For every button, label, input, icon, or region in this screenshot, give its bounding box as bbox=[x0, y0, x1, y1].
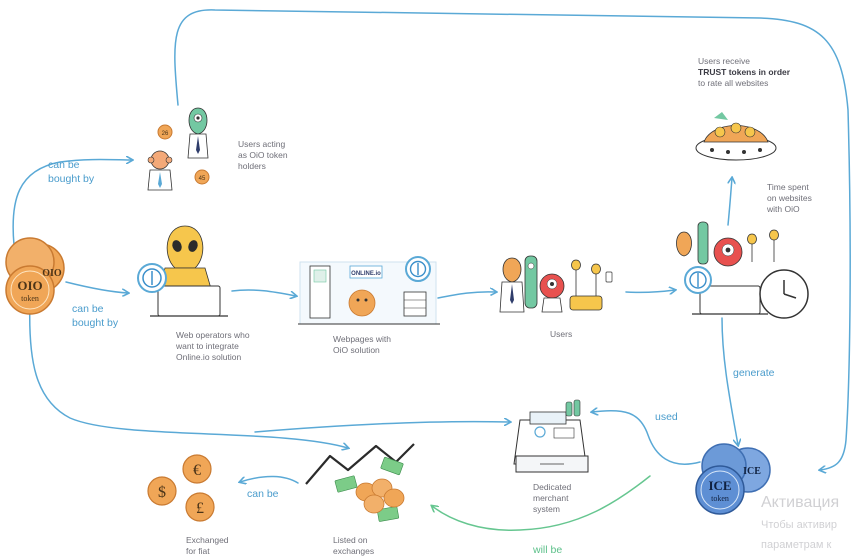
watermark-line1: Активация bbox=[761, 494, 840, 511]
edge-label-used: used bbox=[655, 411, 678, 423]
oio-coin-sublabel: token bbox=[21, 294, 39, 303]
edge-oio-to-merchant bbox=[254, 422, 510, 433]
coin-value-a: 26 bbox=[162, 131, 169, 137]
fiat-label: Exchanged for fiat bbox=[186, 535, 229, 557]
flow-lines bbox=[12, 9, 851, 531]
fiat-label-line1: Exchanged bbox=[186, 535, 229, 545]
time-label-line3: with OiO bbox=[767, 204, 800, 214]
screen-brand-text: ONLINE.io bbox=[351, 271, 381, 277]
holders-label-line3: holders bbox=[238, 161, 266, 171]
edge-will-be bbox=[432, 475, 651, 531]
watermark-line2: Чтобы активир bbox=[761, 519, 837, 531]
edge-label-bought-mid: can be bought by bbox=[72, 302, 118, 330]
time-label-line1: Time spent bbox=[767, 182, 809, 192]
pound-symbol: £ bbox=[196, 500, 204, 517]
receive-label-line1: Users receive bbox=[698, 56, 750, 66]
operators-label-line3: Online.io solution bbox=[176, 352, 242, 362]
edge-label-can-be: can be bbox=[247, 488, 279, 500]
chart-line-icon bbox=[305, 443, 415, 485]
holders-label: Users acting as OiO token holders bbox=[238, 139, 288, 172]
ice-token-stack: ICE token ICE bbox=[695, 443, 771, 515]
time-label: Time spent on websites with OiO bbox=[767, 182, 812, 215]
edge-exchanges-to-fiat bbox=[240, 475, 299, 483]
edge-generate bbox=[721, 317, 738, 445]
merchant-illustration bbox=[513, 399, 589, 473]
edge-holders-top-loop bbox=[174, 9, 851, 470]
receive-label-line2: TRUST tokens in order bbox=[698, 67, 791, 77]
laptop-icon bbox=[699, 285, 761, 315]
edge-oio-to-exchanges bbox=[28, 299, 348, 448]
edge-label-will-be: will be bbox=[533, 544, 563, 556]
operators-illustration bbox=[137, 225, 228, 317]
ice-coin-back-label: ICE bbox=[743, 466, 761, 477]
edge-operators-to-webpages bbox=[231, 289, 296, 296]
exchanges-label-line2: exchanges bbox=[333, 546, 375, 556]
webpages-label-line1: Webpages with bbox=[333, 334, 391, 344]
time-spent-illustration bbox=[676, 221, 809, 319]
holders-illustration: 26 45 bbox=[147, 107, 210, 191]
ice-coin-label: ICE bbox=[708, 478, 731, 493]
euro-symbol: € bbox=[193, 462, 201, 479]
watermark-line3: параметрам к bbox=[761, 539, 832, 551]
edge-label-bought-top: can be bought by bbox=[48, 158, 94, 186]
webpages-label: Webpages with OiO solution bbox=[333, 334, 391, 356]
euro-coin-icon bbox=[182, 454, 212, 484]
operators-label-line1: Web operators who bbox=[176, 330, 250, 340]
webpages-illustration: ONLINE.io bbox=[298, 256, 440, 325]
oio-coin-back-label: OIO bbox=[42, 268, 62, 279]
ice-coin-front bbox=[695, 465, 745, 515]
oio-coin-front bbox=[5, 265, 55, 315]
exchanges-label: Listed on exchanges bbox=[333, 535, 374, 557]
banknote-icon bbox=[334, 475, 358, 493]
edge-used bbox=[592, 411, 701, 465]
ice-coin-sublabel: token bbox=[711, 494, 729, 503]
edge-label-generate: generate bbox=[733, 367, 775, 379]
dollar-coin-icon bbox=[147, 476, 177, 506]
receive-label-line3: to rate all websites bbox=[698, 78, 769, 88]
orange-alien-icon bbox=[502, 257, 522, 283]
dollar-symbol: $ bbox=[158, 484, 166, 501]
coin-icon bbox=[157, 124, 173, 140]
merchant-label: Dedicated merchant system bbox=[533, 482, 571, 515]
oio-token-stack: OIO token OIO bbox=[5, 237, 65, 315]
oio-coin-label: OIO bbox=[17, 278, 42, 293]
webpages-label-line2: OiO solution bbox=[333, 345, 380, 355]
edge-label-bought-mid-line1: can be bbox=[72, 303, 104, 315]
edge-label-bought-top-line2: bought by bbox=[48, 173, 95, 185]
merchant-label-line3: system bbox=[533, 504, 560, 514]
receive-label: Users receive TRUST tokens in order to r… bbox=[698, 56, 790, 89]
green-tall-alien-icon bbox=[524, 255, 538, 309]
exchanges-label-line1: Listed on bbox=[333, 535, 368, 545]
edge-oio-to-operators bbox=[65, 281, 128, 293]
yellow-eyestalk-alien-icon bbox=[571, 259, 581, 300]
edge-label-bought-top-line1: can be bbox=[48, 159, 80, 171]
coin-value-b: 45 bbox=[199, 176, 206, 182]
fiat-coins: € $ £ bbox=[147, 454, 215, 522]
edge-time-to-receive bbox=[727, 178, 732, 226]
edge-webpages-to-users bbox=[437, 292, 496, 299]
edge-oio-to-holders bbox=[12, 160, 132, 246]
pound-coin-icon bbox=[185, 492, 215, 522]
holders-label-line2: as OiO token bbox=[238, 150, 288, 160]
oio-coin-front-inner bbox=[10, 270, 50, 310]
operators-label: Web operators who want to integrate Onli… bbox=[176, 330, 250, 363]
holders-label-line1: Users acting bbox=[238, 139, 286, 149]
merchant-label-line2: merchant bbox=[533, 493, 569, 503]
laptop-icon bbox=[157, 285, 221, 317]
users-label: Users bbox=[550, 329, 573, 339]
exchanges-illustration bbox=[305, 443, 415, 522]
time-label-line2: on websites bbox=[767, 193, 812, 203]
yellow-alien-icon bbox=[166, 225, 204, 269]
users-illustration bbox=[499, 255, 613, 313]
edge-label-bought-mid-line2: bought by bbox=[72, 317, 119, 329]
phone-icon bbox=[605, 271, 613, 283]
merchant-label-line1: Dedicated bbox=[533, 482, 572, 492]
coin-icon bbox=[194, 169, 210, 185]
edge-users-to-time bbox=[625, 290, 675, 292]
operators-label-line2: want to integrate bbox=[176, 341, 239, 351]
fiat-label-line2: for fiat bbox=[186, 546, 210, 556]
ufo-illustration bbox=[695, 112, 777, 161]
